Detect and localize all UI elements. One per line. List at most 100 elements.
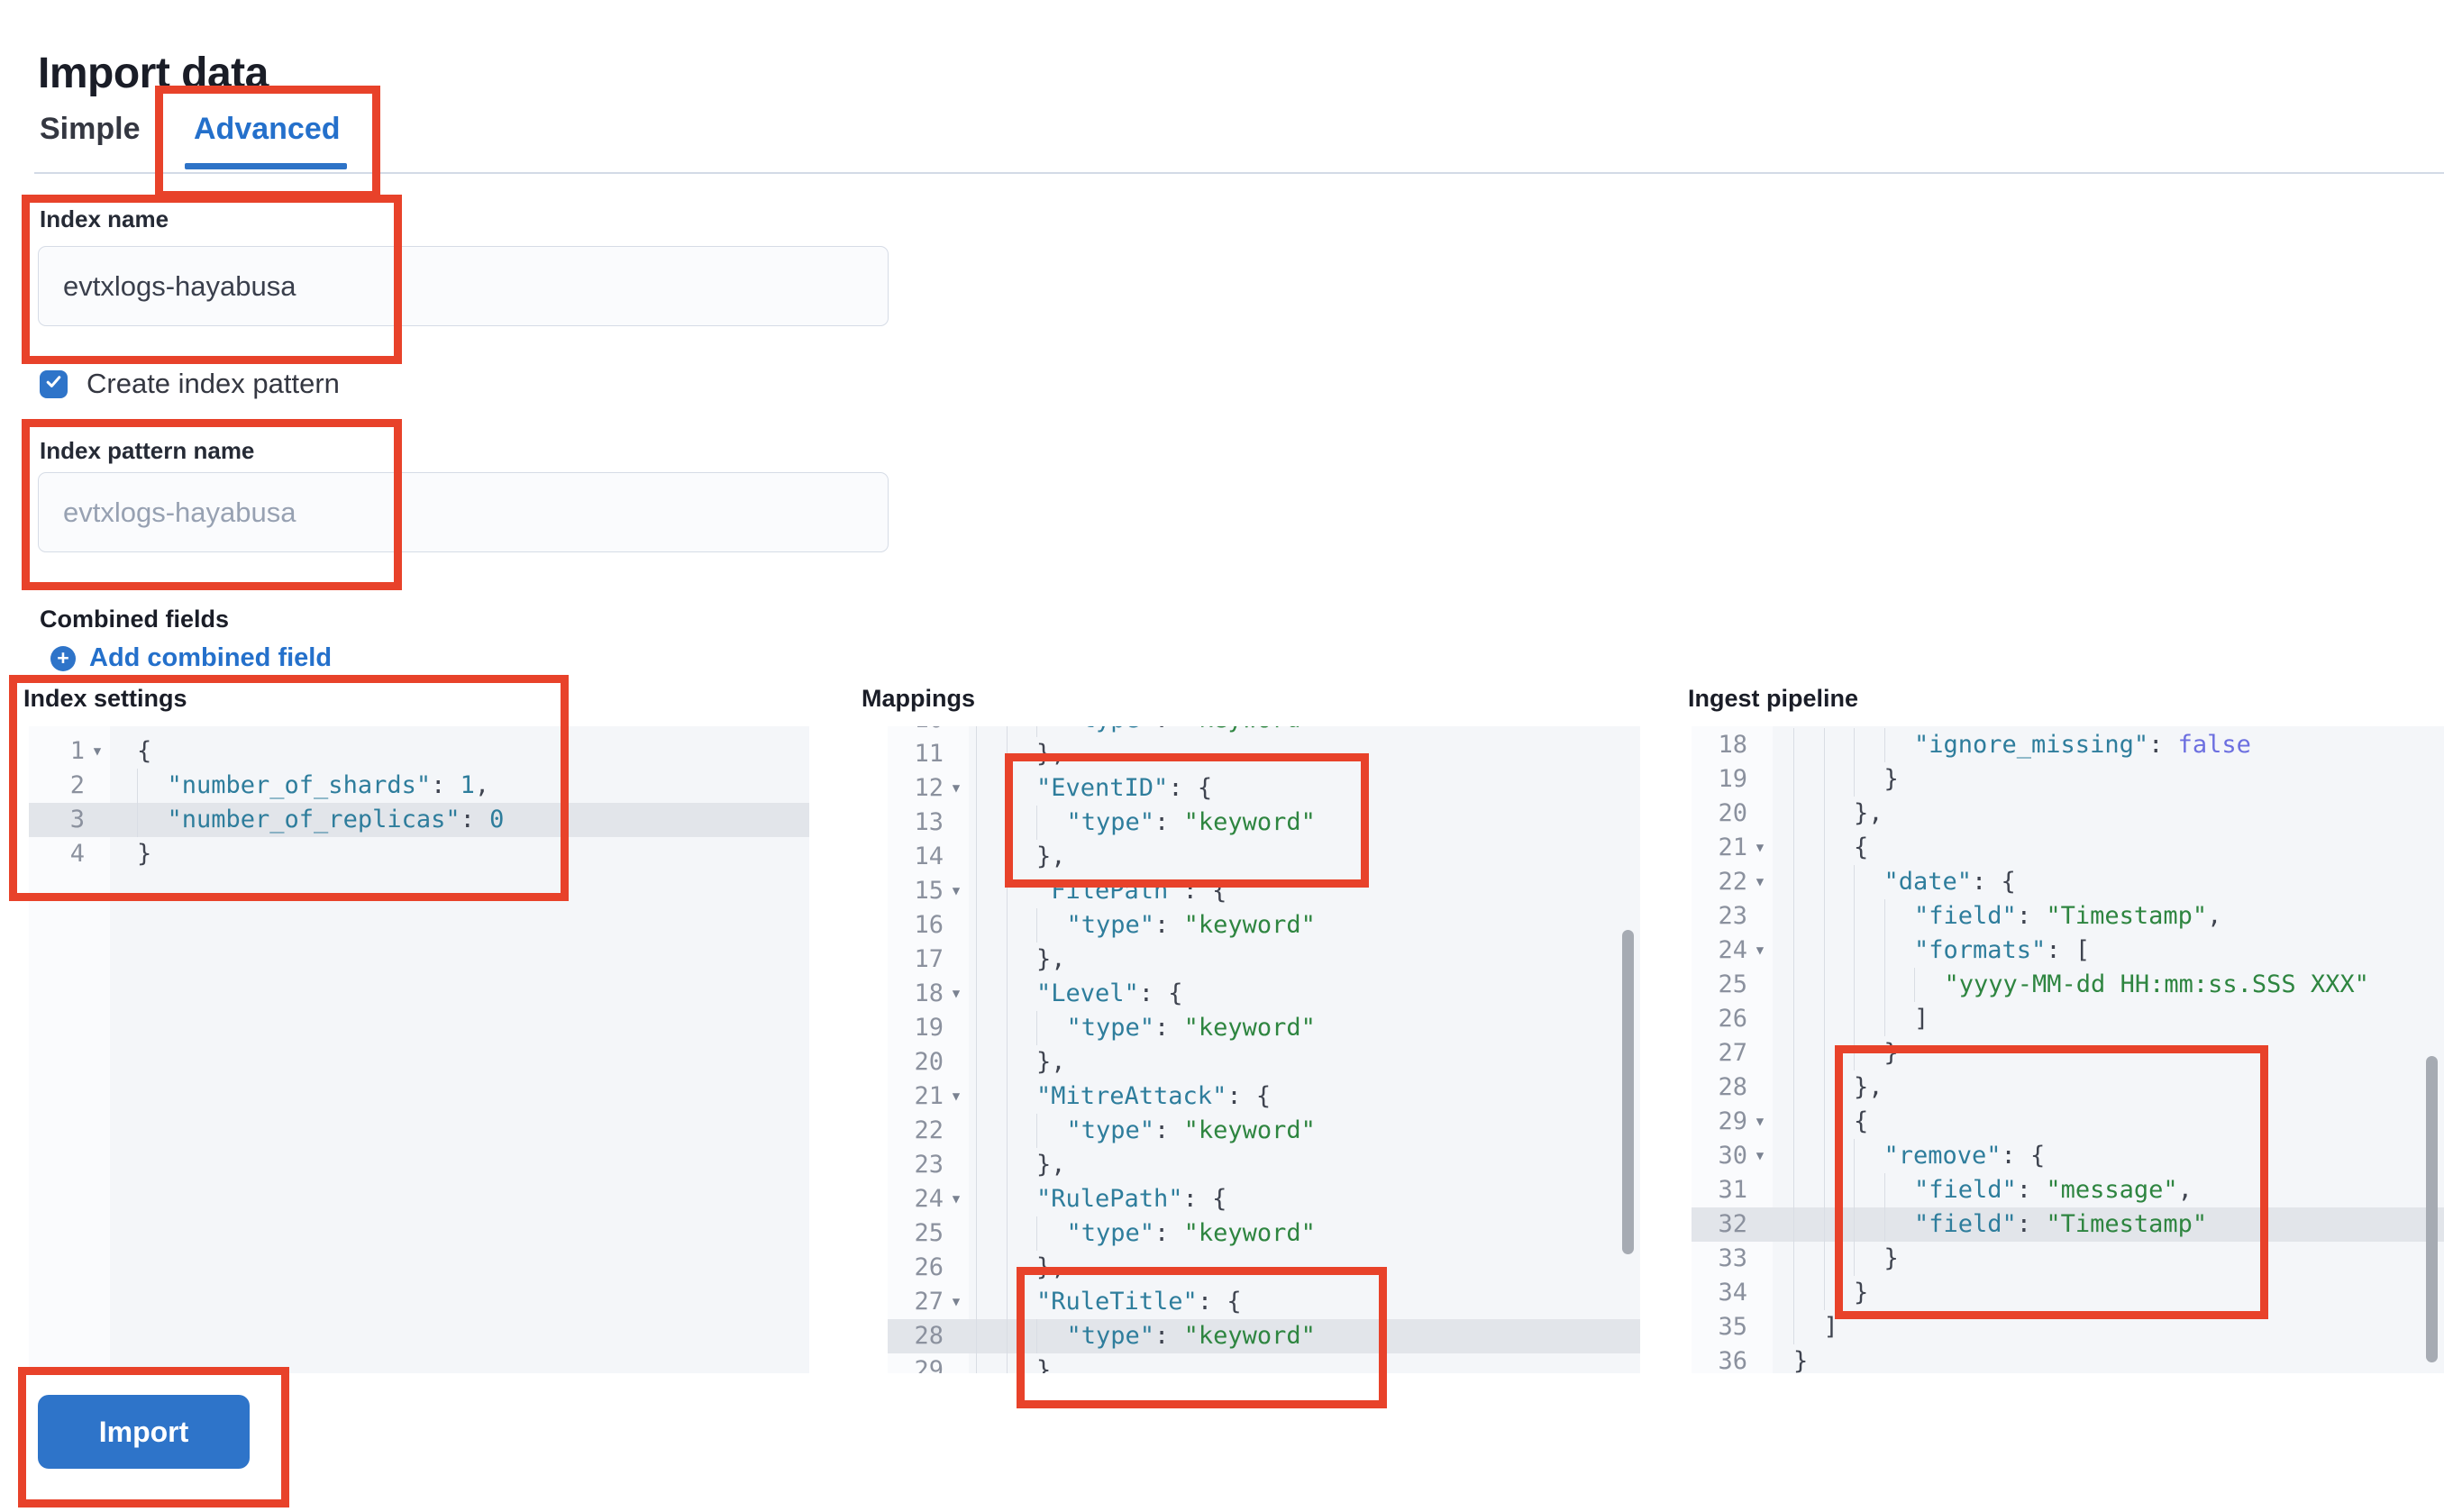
code-text: "RulePath": {: [969, 1182, 1640, 1216]
code-text: {: [1773, 1105, 2444, 1139]
editor-gutter: [1692, 726, 1773, 1373]
fold-chevron-down-icon[interactable]: ▼: [1755, 943, 1765, 958]
line-number: 23: [1718, 902, 1747, 930]
import-button[interactable]: Import: [38, 1395, 250, 1469]
code-text: "EventID": {: [969, 771, 1640, 806]
line-number: 32: [1718, 1210, 1747, 1238]
code-line: 23},: [888, 1148, 1640, 1182]
line-number: 23: [914, 1151, 944, 1179]
fold-chevron-down-icon[interactable]: ▼: [1755, 841, 1765, 855]
code-line: 15▼"FilePath": {: [888, 874, 1640, 908]
line-number: 31: [1718, 1176, 1747, 1204]
code-text: "type": "keyword": [969, 806, 1640, 840]
code-text: "remove": {: [1773, 1139, 2444, 1173]
add-combined-field-link[interactable]: + Add combined field: [50, 643, 332, 673]
code-text: "MitreAttack": {: [969, 1079, 1640, 1114]
fold-chevron-down-icon[interactable]: ▼: [952, 1295, 961, 1309]
line-number: 26: [914, 1253, 944, 1281]
code-line: 25"type": "keyword": [888, 1216, 1640, 1251]
index-settings-editor[interactable]: 1▼{2"number_of_shards": 1,3"number_of_re…: [29, 726, 809, 1373]
code-line: 20},: [1692, 797, 2444, 831]
index-name-input[interactable]: [38, 246, 889, 326]
code-line: 32 "field": "Timestamp": [1692, 1207, 2444, 1242]
code-line: 28},: [1692, 1070, 2444, 1105]
code-line: 17},: [888, 943, 1640, 977]
fold-spacer: [944, 1148, 969, 1182]
code-text: },: [1773, 797, 2444, 831]
code-text: "date": {: [1773, 865, 2444, 899]
line-number: 29: [1718, 1107, 1747, 1135]
code-text: }: [1773, 1242, 2444, 1276]
code-line: 13"type": "keyword": [888, 806, 1640, 840]
code-text: {: [1773, 831, 2444, 865]
tab-advanced[interactable]: Advanced: [194, 112, 341, 146]
code-line: 35]: [1692, 1310, 2444, 1344]
line-number: 34: [1718, 1279, 1747, 1307]
fold-spacer: [944, 1216, 969, 1251]
code-text: },: [969, 840, 1640, 874]
code-line: 22▼"date": {: [1692, 865, 2444, 899]
index-pattern-name-input[interactable]: [38, 472, 889, 552]
add-combined-field-label: Add combined field: [89, 643, 333, 672]
code-line: 19}: [1692, 762, 2444, 797]
code-text: "type": "keyword": [969, 1011, 1640, 1045]
code-text: },: [969, 737, 1640, 771]
combined-fields-heading: Combined fields: [40, 606, 230, 633]
line-number: 27: [1718, 1039, 1747, 1067]
fold-spacer: [944, 1114, 969, 1148]
create-index-pattern-checkbox[interactable]: [40, 369, 68, 398]
fold-spacer: [1747, 899, 1773, 934]
code-text: "field": "message",: [1773, 1173, 2444, 1207]
code-line: 27▼"RuleTitle": {: [888, 1285, 1640, 1319]
code-line: 2"number_of_shards": 1,: [29, 769, 809, 803]
fold-chevron-down-icon[interactable]: ▼: [952, 1089, 961, 1104]
fold-chevron-down-icon[interactable]: ▼: [1755, 1149, 1765, 1163]
code-line: 30▼"remove": {: [1692, 1139, 2444, 1173]
code-line: 23 "field": "Timestamp",: [1692, 899, 2444, 934]
tab-simple[interactable]: Simple: [40, 112, 141, 146]
line-number: 21: [1718, 833, 1747, 861]
code-text: "FilePath": {: [969, 874, 1640, 908]
fold-spacer: [1747, 1242, 1773, 1276]
fold-chevron-down-icon[interactable]: ▼: [1755, 875, 1765, 889]
fold-chevron-down-icon[interactable]: ▼: [952, 884, 961, 898]
code-text: "field": "Timestamp",: [1773, 899, 2444, 934]
code-text: },: [969, 1045, 1640, 1079]
code-line: 1▼{: [29, 734, 809, 769]
line-number: 11: [914, 740, 944, 768]
line-number: 19: [1718, 765, 1747, 793]
fold-chevron-down-icon[interactable]: ▼: [93, 744, 102, 759]
code-text: }: [137, 840, 152, 868]
code-text: },: [969, 1353, 1640, 1373]
fold-chevron-down-icon[interactable]: ▼: [952, 1192, 961, 1207]
code-text: },: [969, 943, 1640, 977]
line-number: 29: [914, 1356, 944, 1373]
plus-circle-icon: +: [50, 645, 76, 671]
ingest-pipeline-scrollbar[interactable]: [2426, 1056, 2438, 1362]
line-number: 10: [888, 726, 944, 737]
code-text: "field": "Timestamp": [1773, 1207, 2444, 1242]
code-text: "type": "keyword": [969, 726, 1640, 737]
line-number: 20: [914, 1048, 944, 1076]
line-number: 28: [1718, 1073, 1747, 1101]
fold-spacer: [944, 908, 969, 943]
fold-chevron-down-icon[interactable]: ▼: [1755, 1115, 1765, 1129]
code-line: 24▼"formats": [: [1692, 934, 2444, 968]
code-line: 26]: [1692, 1002, 2444, 1036]
line-number: 24: [914, 1185, 944, 1213]
fold-spacer: [1747, 1070, 1773, 1105]
fold-chevron-down-icon[interactable]: ▼: [952, 781, 961, 796]
index-settings-label: Index settings: [23, 685, 187, 712]
code-line: 22"type": "keyword": [888, 1114, 1640, 1148]
code-line: 19"type": "keyword": [888, 1011, 1640, 1045]
mappings-scrollbar[interactable]: [1622, 930, 1634, 1254]
line-number: 17: [914, 945, 944, 973]
fold-spacer: [1747, 762, 1773, 797]
fold-spacer: [944, 1251, 969, 1285]
line-number: 12: [914, 774, 944, 802]
fold-spacer: [1747, 1173, 1773, 1207]
mappings-editor[interactable]: 10 "type": "keyword" 11}, 12 ▼ "EventID": {13…: [888, 726, 1640, 1373]
fold-chevron-down-icon[interactable]: ▼: [952, 987, 961, 1001]
